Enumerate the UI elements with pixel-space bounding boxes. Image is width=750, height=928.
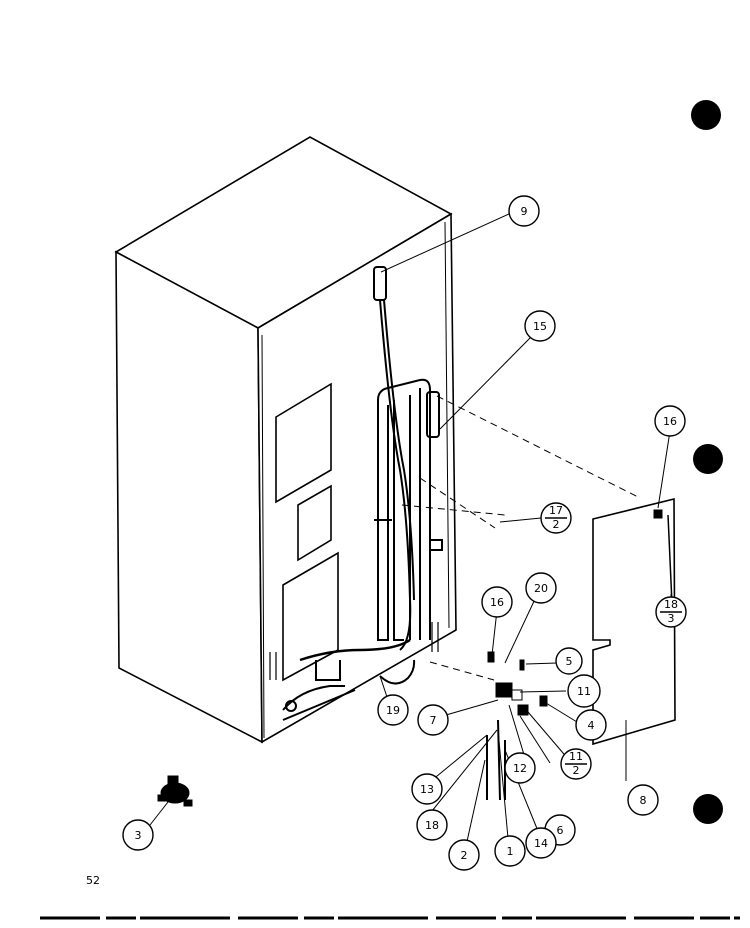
svg-text:11: 11	[577, 685, 591, 698]
callout-2: 2	[448, 839, 480, 871]
svg-text:2: 2	[573, 764, 580, 777]
svg-text:3: 3	[135, 829, 142, 842]
back-label-3	[282, 551, 339, 682]
svg-text:17: 17	[549, 504, 563, 517]
callout-11-2: 11 2	[560, 748, 592, 780]
svg-text:14: 14	[534, 837, 548, 850]
cabinet-back	[257, 212, 457, 744]
callout-16-top: 16	[654, 405, 686, 437]
callout-7: 7	[417, 704, 449, 736]
svg-text:16: 16	[490, 596, 504, 609]
svg-text:2: 2	[461, 849, 468, 862]
callout-15: 15	[524, 310, 556, 342]
svg-text:18: 18	[425, 819, 439, 832]
svg-text:2: 2	[553, 518, 560, 531]
back-label-1	[275, 382, 332, 504]
svg-text:16: 16	[663, 415, 677, 428]
page-number: 52	[86, 874, 100, 887]
callout-4: 4	[575, 709, 607, 741]
alignment-lines	[401, 395, 641, 681]
svg-text:7: 7	[430, 714, 437, 727]
callout-17-2: 17 2	[540, 502, 572, 534]
svg-text:1: 1	[507, 845, 514, 858]
svg-text:12: 12	[513, 762, 527, 775]
svg-text:13: 13	[420, 783, 434, 796]
callout-20: 20	[525, 572, 557, 604]
svg-text:8: 8	[640, 794, 647, 807]
callout-11: 11	[567, 674, 601, 708]
svg-text:6: 6	[557, 824, 564, 837]
condenser-tubing	[269, 266, 443, 721]
svg-text:15: 15	[533, 320, 547, 333]
binder-hole-middle	[693, 444, 723, 474]
callout-14: 14	[525, 827, 557, 859]
callout-18: 18	[416, 809, 448, 841]
back-label-2	[297, 484, 332, 562]
callout-9: 9	[508, 195, 540, 227]
callout-12: 12	[504, 752, 536, 784]
binder-hole-top	[691, 100, 721, 130]
rear-access-panel	[592, 497, 676, 746]
binder-hole-bottom	[693, 794, 723, 824]
callout-13: 13	[411, 773, 443, 805]
callout-5: 5	[555, 647, 583, 675]
callout-1: 1	[494, 835, 526, 867]
callout-3: 3	[122, 819, 154, 851]
water-valve-part-3	[157, 775, 193, 807]
svg-text:4: 4	[588, 719, 595, 732]
callouts: 9 15 16 17 2 18 3 16 20 5 11 4 11 2 7	[122, 195, 687, 871]
svg-text:5: 5	[566, 655, 573, 668]
svg-text:20: 20	[534, 582, 548, 595]
callout-16-middle: 16	[481, 586, 513, 618]
svg-text:9: 9	[521, 205, 528, 218]
cabinet-side	[115, 250, 263, 744]
svg-text:3: 3	[668, 612, 675, 625]
svg-text:19: 19	[386, 704, 400, 717]
refrigerator-cabinet	[114, 136, 457, 744]
svg-text:11: 11	[569, 750, 583, 763]
svg-text:18: 18	[664, 598, 678, 611]
callout-8: 8	[627, 784, 659, 816]
callout-19: 19	[377, 694, 409, 726]
callout-18-3: 18 3	[655, 596, 687, 628]
